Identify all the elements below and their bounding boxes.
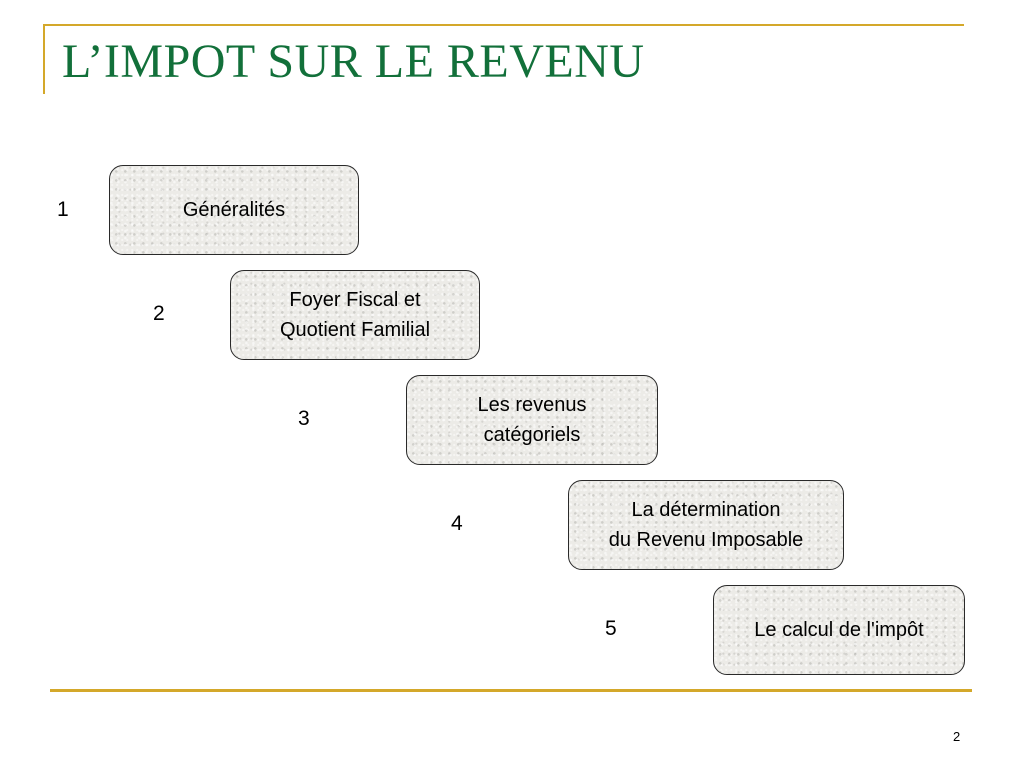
step-2-number: 2	[153, 302, 165, 325]
bottom-divider	[50, 689, 972, 692]
slide-title: L’IMPOT SUR LE REVENU	[62, 35, 645, 88]
step-5-number: 5	[605, 617, 617, 640]
step-2-box: Foyer Fiscal et Quotient Familial	[230, 270, 480, 360]
step-4-number: 4	[451, 512, 463, 535]
step-5-box: Le calcul de l'impôt	[713, 585, 965, 675]
page-number: 2	[953, 729, 961, 744]
step-4-box: La détermination du Revenu Imposable	[568, 480, 844, 570]
step-3-box: Les revenus catégoriels	[406, 375, 658, 465]
top-divider	[43, 24, 964, 26]
left-divider	[43, 24, 45, 94]
step-1-box: Généralités	[109, 165, 359, 255]
step-3-number: 3	[298, 407, 310, 430]
step-1-number: 1	[57, 198, 69, 221]
